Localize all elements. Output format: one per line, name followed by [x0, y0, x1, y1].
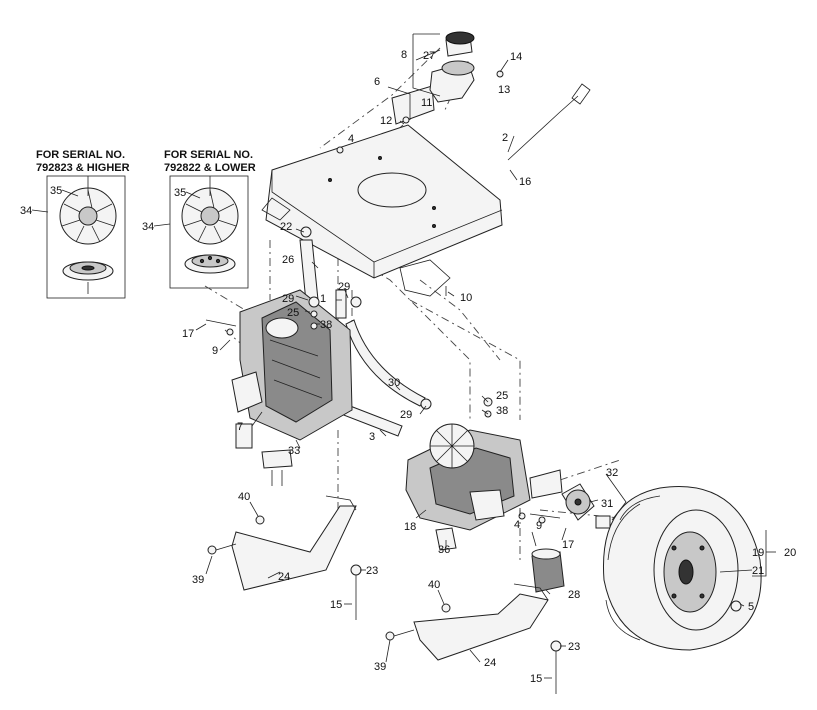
callout-14: 14: [510, 51, 522, 63]
callout-29-right: 29: [400, 409, 412, 421]
callout-39-bottom: 39: [374, 661, 386, 673]
tube-1: [335, 289, 347, 319]
callout-15-top: 15: [330, 599, 342, 611]
drive-wheel: [602, 486, 762, 651]
inset-left-frame: [46, 175, 126, 299]
callout-31: 31: [601, 498, 613, 510]
callout-29-mid: 29: [338, 281, 350, 293]
callout-5: 5: [748, 601, 754, 613]
callout-34-left: 34: [20, 205, 32, 217]
callout-12: 12: [380, 115, 392, 127]
callout-4-bottom: 4: [514, 519, 520, 531]
callout-38-left: 38: [320, 319, 332, 331]
callout-7: 7: [237, 421, 243, 433]
oil-filter: [531, 548, 565, 593]
support-bracket-upper: [231, 495, 357, 591]
callout-10: 10: [460, 292, 472, 304]
fan-blade-right: [181, 176, 239, 245]
callout-20: 20: [784, 547, 796, 559]
callout-16: 16: [519, 176, 531, 188]
wheel-hub: [561, 483, 611, 529]
right-transmission: [405, 423, 563, 551]
callout-24-top: 24: [278, 571, 290, 583]
inset-right-caption-1: FOR SERIAL NO.: [164, 149, 253, 161]
callout-30: 30: [388, 377, 400, 389]
callout-28: 28: [568, 589, 580, 601]
callout-2: 2: [502, 132, 508, 144]
callout-1: 1: [320, 293, 326, 305]
callout-25-right: 25: [496, 390, 508, 402]
callout-25-left: 25: [287, 307, 299, 319]
callout-19: 19: [752, 547, 764, 559]
callout-9-right: 9: [536, 520, 542, 532]
callout-26: 26: [282, 254, 294, 266]
mounting-frame: [261, 124, 503, 297]
left-transmission: [231, 289, 353, 486]
fan-blade-left: [59, 176, 117, 245]
callout-40-bottom: 40: [428, 579, 440, 591]
inset-serial-higher: FOR SERIAL NO. 792823 & HIGHER: [36, 149, 130, 299]
support-bracket-lower: [413, 583, 549, 661]
callout-29-left: 29: [282, 293, 294, 305]
callout-4-top: 4: [348, 133, 354, 145]
callout-15-bottom: 15: [530, 673, 542, 685]
callout-8: 8: [401, 49, 407, 61]
callout-labels: 8 27 14 13 6 11 12 2 4 16 22 26 29 1 29 …: [20, 49, 796, 685]
callout-32: 32: [606, 467, 618, 479]
hose-30: [345, 319, 426, 407]
callout-24-bottom: 24: [484, 657, 496, 669]
callout-33: 33: [288, 445, 300, 457]
callout-21: 21: [752, 565, 764, 577]
pulley-right: [184, 254, 236, 274]
pulley-left: [62, 261, 114, 294]
callout-35-right: 35: [174, 187, 186, 199]
callout-38-right: 38: [496, 405, 508, 417]
bracket-and-reservoir: [391, 31, 475, 125]
inset-left-caption-2: 792823 & HIGHER: [36, 162, 130, 174]
callout-11: 11: [421, 97, 432, 109]
callout-17-right: 17: [562, 539, 574, 551]
callout-18: 18: [404, 521, 416, 533]
callout-23-bottom: 23: [568, 641, 580, 653]
callout-35-left: 35: [50, 185, 62, 197]
callout-39-top: 39: [192, 574, 204, 586]
callout-23-top: 23: [366, 565, 378, 577]
inset-right-caption-2: 792822 & LOWER: [164, 162, 256, 174]
callout-27: 27: [423, 50, 435, 62]
inset-serial-lower: FOR SERIAL NO. 792822 & LOWER: [164, 149, 256, 289]
control-rod: [507, 95, 579, 161]
callout-17-left: 17: [182, 328, 194, 340]
callout-36: 36: [438, 544, 450, 556]
inset-left-caption-1: FOR SERIAL NO.: [36, 149, 125, 161]
callout-40-top: 40: [238, 491, 250, 503]
leader-lines: [31, 33, 776, 679]
callout-34-right: 34: [142, 221, 154, 233]
callout-9-left: 9: [212, 345, 218, 357]
callout-3: 3: [369, 431, 375, 443]
callout-6: 6: [374, 76, 380, 88]
callout-13: 13: [498, 84, 510, 96]
callout-22: 22: [280, 221, 292, 233]
